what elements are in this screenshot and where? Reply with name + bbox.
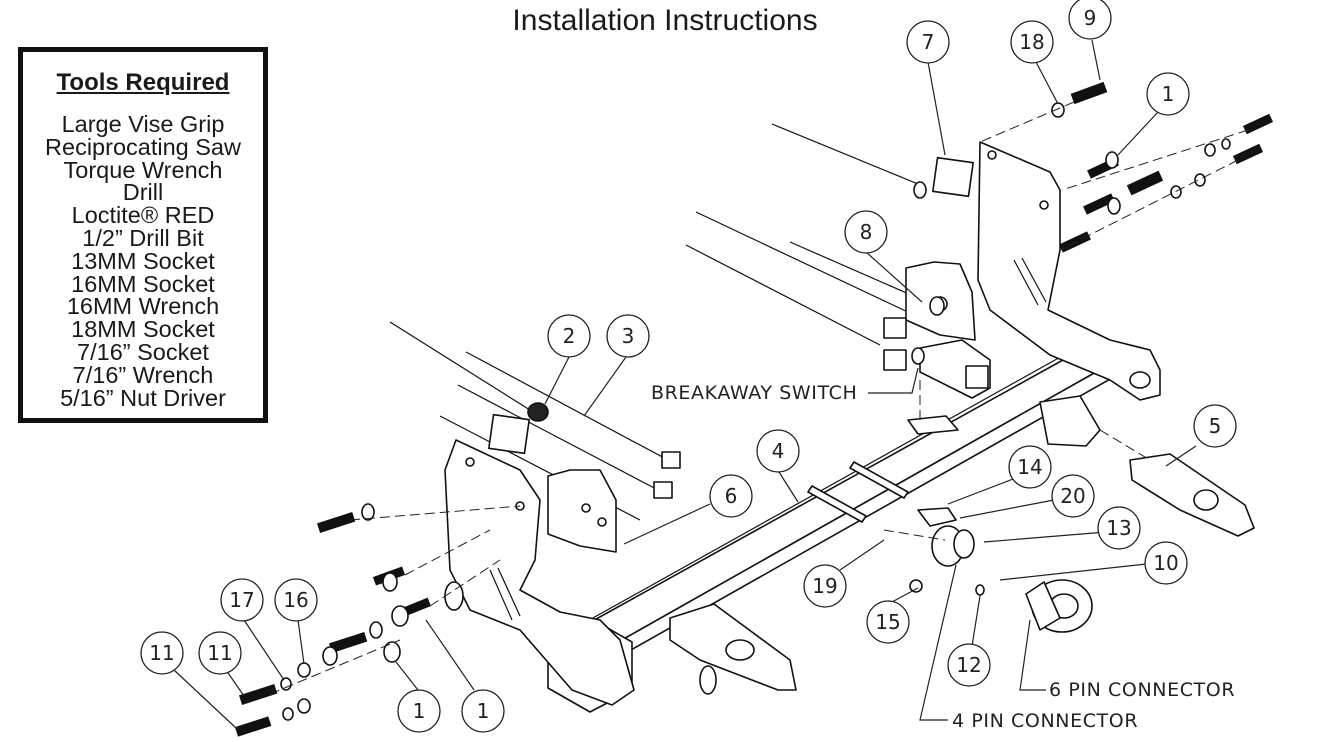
tool-item: Reciprocating Saw — [45, 133, 241, 160]
callout-11: 11 — [140, 631, 184, 675]
callout-13: 13 — [1097, 506, 1141, 550]
svg-text:6: 6 — [725, 484, 738, 508]
svg-text:1: 1 — [1162, 82, 1175, 106]
svg-text:10: 10 — [1153, 551, 1178, 575]
callout-6: 6 — [709, 474, 753, 518]
callouts: 7 18 9 1 8 2 3 5 4 14 6 20 13 10 19 15 1… — [140, 0, 1237, 733]
four-pin-connector-label: 4 PIN CONNECTOR — [952, 710, 1138, 732]
svg-text:13: 13 — [1106, 516, 1131, 540]
svg-text:20: 20 — [1060, 484, 1085, 508]
tool-item: 18MM Socket — [71, 316, 215, 343]
svg-text:16: 16 — [283, 588, 308, 612]
callout-leaders — [173, 39, 1197, 729]
callout-10: 10 — [1144, 541, 1188, 585]
callout-7: 7 — [906, 20, 950, 64]
svg-text:12: 12 — [956, 653, 981, 677]
callout-5: 5 — [1193, 404, 1237, 448]
callout-1: 1 — [397, 689, 441, 733]
callout-8: 8 — [844, 210, 888, 254]
svg-text:2: 2 — [563, 324, 576, 348]
svg-text:1: 1 — [477, 699, 490, 723]
callout-18: 18 — [1010, 20, 1054, 64]
svg-text:1: 1 — [413, 699, 426, 723]
left-mount-bracket — [444, 439, 635, 706]
breakaway-switch-part — [907, 339, 991, 435]
svg-text:7: 7 — [922, 30, 935, 54]
tool-item: 13MM Socket — [71, 247, 215, 274]
callout-14: 14 — [1008, 445, 1052, 489]
callout-20: 20 — [1051, 474, 1095, 518]
tool-item: 1/2” Drill Bit — [82, 224, 204, 251]
tow-tabs — [669, 395, 1255, 695]
wiring-connectors — [909, 507, 1093, 633]
tool-item: Drill — [122, 179, 164, 206]
svg-text:4: 4 — [772, 439, 785, 463]
washers-and-nuts — [280, 102, 1231, 721]
svg-text:15: 15 — [875, 610, 900, 634]
svg-text:8: 8 — [860, 220, 873, 244]
callout-2: 2 — [547, 314, 591, 358]
tool-item: 5/16” Nut Driver — [60, 384, 226, 411]
callout-11: 11 — [198, 631, 242, 675]
svg-text:18: 18 — [1019, 30, 1044, 54]
tools-heading: Tools Required — [56, 69, 230, 96]
callout-15: 15 — [866, 600, 910, 644]
breakaway-switch-label: BREAKAWAY SWITCH — [651, 382, 857, 404]
tool-item: 7/16” Wrench — [72, 361, 214, 388]
tool-item: Loctite® RED — [71, 202, 215, 229]
support-rods — [389, 123, 919, 523]
callout-4: 4 — [756, 429, 800, 473]
svg-text:11: 11 — [207, 641, 232, 665]
page-title: Installation Instructions — [512, 4, 818, 37]
tool-item: 16MM Wrench — [66, 293, 220, 320]
tools-required-box: Tools Required Large Vise Grip Reciproca… — [18, 47, 268, 423]
svg-text:3: 3 — [622, 324, 635, 348]
tool-item: 16MM Socket — [71, 270, 215, 297]
tool-item: Large Vise Grip — [61, 111, 225, 137]
tool-item: 7/16” Socket — [77, 338, 209, 365]
assembly-lines — [269, 101, 1249, 695]
svg-text:17: 17 — [229, 588, 254, 612]
svg-text:5: 5 — [1209, 414, 1222, 438]
callout-19: 19 — [803, 564, 847, 608]
right-mount-bracket — [977, 141, 1161, 401]
callout-9: 9 — [1068, 0, 1112, 40]
callout-3: 3 — [606, 314, 650, 358]
svg-text:11: 11 — [149, 641, 174, 665]
tool-item: Torque Wrench — [63, 156, 223, 183]
callout-12: 12 — [947, 643, 991, 687]
six-pin-connector-label: 6 PIN CONNECTOR — [1049, 679, 1235, 701]
svg-text:9: 9 — [1084, 6, 1097, 30]
svg-text:14: 14 — [1017, 455, 1042, 479]
callout-16: 16 — [274, 578, 318, 622]
tools-list: Large Vise Grip Reciprocating Saw Torque… — [23, 111, 263, 411]
svg-text:19: 19 — [812, 574, 837, 598]
callout-1: 1 — [461, 689, 505, 733]
callout-17: 17 — [220, 578, 264, 622]
callout-1: 1 — [1146, 72, 1190, 116]
